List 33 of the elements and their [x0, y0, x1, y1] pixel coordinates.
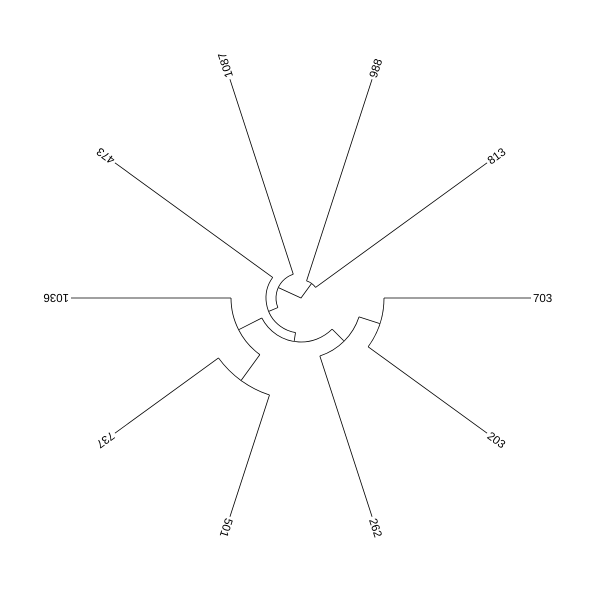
tip-label: 737	[98, 432, 116, 448]
branch-arc	[230, 298, 260, 356]
branch-line	[319, 356, 372, 518]
tip-label: 703	[534, 294, 552, 302]
branch-arc	[319, 316, 360, 356]
branch-line	[332, 328, 344, 342]
tip-label: 1036	[44, 294, 68, 302]
branch-line	[114, 162, 274, 278]
tip-label: 1087	[218, 54, 233, 78]
branch-arc	[218, 358, 270, 396]
branch-line	[238, 318, 262, 330]
branch-line	[230, 394, 270, 518]
tip-label: 473	[96, 148, 114, 163]
branch-line	[368, 346, 488, 434]
branch-line	[268, 307, 278, 312]
branch-line	[294, 332, 296, 342]
tip-label: 813	[488, 148, 506, 164]
branch-arc	[276, 274, 294, 308]
branch-line	[114, 358, 219, 434]
tip-label: 262	[369, 518, 382, 538]
tip-label: 988	[370, 59, 382, 78]
branch-line	[358, 316, 380, 324]
branch-arc	[306, 280, 316, 288]
branch-line	[315, 162, 488, 288]
branch-arc	[261, 318, 333, 342]
tip-label: 203	[486, 432, 506, 448]
branch-line	[230, 78, 294, 275]
branch-line	[240, 354, 260, 381]
branch-line	[306, 78, 372, 282]
tip-label: 501	[220, 518, 233, 536]
branch-line	[278, 283, 312, 298]
branch-arc	[368, 298, 384, 348]
branch-arc	[266, 277, 296, 333]
